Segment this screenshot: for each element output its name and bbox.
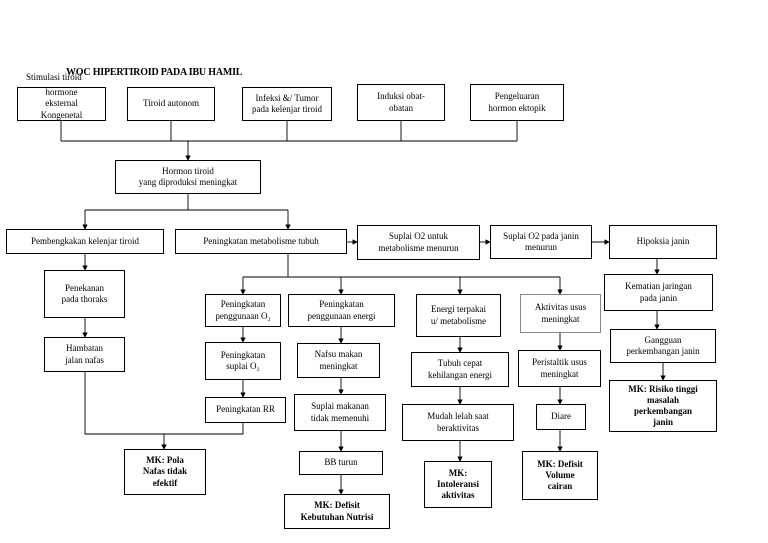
box-energi-terpakai: Energi terpakai u/ metabolisme [416,294,501,337]
box-mudah-lelah: Mudah lelah saat beraktivitas [402,404,514,441]
box-infeksi-tumor: Infeksi &/ Tumor pada kelenjar tiroid [242,87,332,121]
box-diare: Diare [536,404,586,430]
box-peningkatan-energi: Peningkatan penggunaan energi [288,294,395,327]
overlap-text: Stimulasi tiroid [26,72,82,82]
box-mk-risiko-perkembangan: MK: Risiko tinggi masalah perkembangan j… [609,380,717,432]
box-mk-defisit-nutrisi: MK: Defisit Kebutuhan Nutrisi [284,494,390,529]
box-peristaltik: Peristaltik usus meningkat [518,350,601,387]
connector-rr-merge [164,423,244,435]
box-peningkatan-rr: Peningkatan RR [205,397,286,423]
box-suplai-o2-metabolisme: Suplai O2 untuk metabolisme menurun [357,225,480,260]
box-nafsu-makan: Nafsu makan meningkat [297,343,380,378]
box-suplai-o2-janin: Suplai O2 pada janin menurun [490,225,592,259]
box-bb-turun: BB turun [299,451,383,475]
box-pembengkakan: Pembengkakan kelenjar tiroid [6,229,164,254]
box-gangguan-perkembangan: Gangguan perkembangan janin [610,329,716,363]
box-aktivitas-usus: Aktivitas usus meningkat [520,294,601,333]
box-kematian-jaringan: Kematian jaringan pada janin [604,274,713,311]
box-hormone-eksternal: hormone eksternal Kongenetal [17,87,106,121]
box-suplai-o2: Peningkatan suplai O₂ [205,342,281,380]
box-mk-defisit-volume: MK: Defisit Volume cairan [522,451,598,500]
box-tubuh-cepat: Tubuh cepat kehilangan energi [411,352,509,387]
box-mk-pola-nafas: MK: Pola Nafas tidak efektif [124,449,206,495]
box-tiroid-autonom: Tiroid autonom [127,87,215,121]
box-peningkatan-metabolisme: Peningkatan metabolisme tubuh [175,229,347,254]
box-penekanan-thoraks: Penekanan pada thoraks [44,270,125,318]
box-hambatan-nafas: Hambatan jalan nafas [44,337,125,372]
box-hipoksia-janin: Hipoksia janin [609,225,717,259]
box-hormon-tiroid: Hormon tiroid yang diproduksi meningkat [115,160,261,194]
connector-hambatan-down [84,372,164,435]
box-suplai-makanan: Suplai makanan tidak memenuhi [294,394,386,431]
diagram-title: WOC HIPERTIROID PADA IBU HAMIL [66,67,243,78]
box-peningkatan-o2: Peningkatan penggunaan O₂ [205,294,281,327]
box-mk-intoleransi: MK: Intoleransi aktivitas [424,461,492,508]
box-induksi-obat: Induksi obat- obatan [357,84,445,121]
box-pengeluaran-ektopik: Pengeluaran hormon ektopik [470,84,564,121]
